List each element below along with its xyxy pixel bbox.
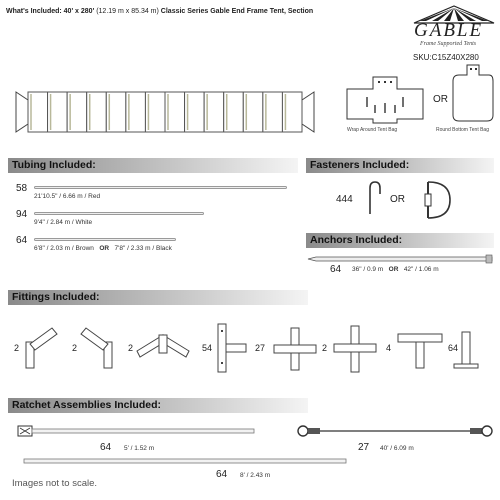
ratchet-qty-2: 27 [358, 442, 370, 453]
fittings-header: Fittings Included: [8, 290, 308, 305]
fasteners-qty: 444 [336, 194, 353, 205]
tent-panel [281, 91, 303, 133]
wrap-around-bag-icon [346, 76, 424, 124]
tubing-qty-1: 58 [16, 183, 28, 194]
fitting-qty-8: 64 [448, 343, 459, 353]
round-bottom-bag-label: Round Bottom Tent Bag [436, 127, 489, 133]
ratchet-label-1: 5' / 1.52 m [124, 445, 155, 452]
fitting-qty-4: 54 [202, 343, 213, 353]
anchors-header: Anchors Included: [306, 233, 494, 248]
fasteners-header: Fasteners Included: [306, 158, 494, 173]
tubing-qty-2: 94 [16, 209, 28, 220]
anchor-stake-icon [307, 254, 493, 264]
ratchets-header: Ratchet Assemblies Included: [8, 398, 308, 413]
j-pin-icon [369, 181, 381, 214]
fitting-qty-1: 2 [14, 343, 20, 353]
lynch-pin-icon [424, 181, 451, 219]
ratchet-label-2: 40' / 6.09 m [380, 445, 414, 452]
tubing-label-1: 21'10.5" / 6.66 m / Red [34, 193, 101, 200]
ratchet-qty-3: 64 [216, 469, 228, 480]
brand-tagline: Frame Supported Tents [420, 41, 477, 47]
cable-assembly-icon [297, 425, 493, 437]
brand-logo: GABLE Frame Supported Tents SKU:C15Z40X2… [410, 3, 498, 63]
corner-eave-fitting-icon [80, 327, 113, 369]
tube-red [34, 186, 287, 189]
tube-brown-black [34, 238, 176, 241]
sku-label: SKU:C15Z40X280 [413, 53, 479, 62]
round-bottom-bag-icon [452, 64, 494, 122]
side-tee-fitting-icon [217, 323, 247, 373]
fitting-qty-5: 27 [255, 343, 266, 353]
brand-name: GABLE [414, 20, 484, 41]
anchors-label: 36" / 0.9 m OR 42" / 1.06 m [352, 266, 439, 273]
bag-or-text: OR [433, 94, 448, 105]
page-title: What's Included: 40' x 280' (12.19 m x 8… [6, 8, 314, 15]
top-tee-fitting-icon [397, 333, 443, 369]
tubing-qty-3: 64 [16, 235, 28, 246]
tubing-header: Tubing Included: [8, 158, 298, 173]
cross-fitting-icon [273, 327, 317, 371]
ratchet-qty-1: 64 [100, 442, 112, 453]
ratchet-label-3: 8' / 2.43 m [240, 472, 271, 479]
fitting-qty-7: 4 [386, 343, 392, 353]
peak-fitting-icon [136, 334, 190, 358]
fitting-qty-3: 2 [128, 343, 134, 353]
fitting-qty-6: 2 [322, 343, 328, 353]
base-plate-fitting-icon [453, 331, 479, 369]
scale-note: Images not to scale. [12, 478, 98, 489]
ratchet-strap-long-icon [23, 458, 347, 464]
anchors-qty: 64 [330, 264, 342, 275]
gable-cross-fitting-icon [333, 325, 377, 373]
tent-logo-icon [413, 5, 495, 24]
tubing-label-2: 9'4" / 2.84 m / White [34, 219, 93, 226]
tubing-label-3: 6'8" / 2.03 m / Brown OR 7'8" / 2.33 m /… [34, 245, 172, 252]
eave-fitting-icon [25, 327, 58, 369]
wrap-around-bag-label: Wrap Around Tent Bag [347, 127, 398, 133]
tent-panels-illustration [15, 91, 315, 133]
tube-white [34, 212, 204, 215]
ratchet-strap-short-icon [17, 425, 255, 437]
fitting-qty-2: 2 [72, 343, 78, 353]
fasteners-or-text: OR [390, 194, 405, 205]
